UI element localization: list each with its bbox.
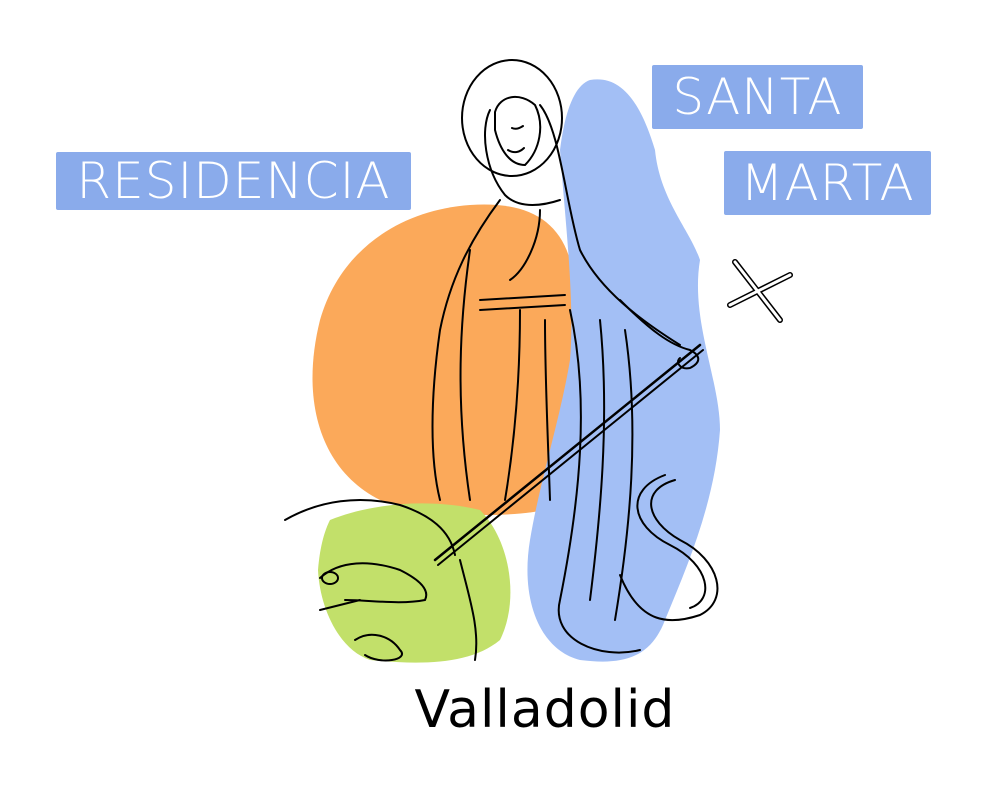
line-art: [284, 59, 793, 662]
blue-blob: [527, 79, 720, 662]
dragon-head: [284, 499, 456, 556]
cross-staff: [433, 343, 702, 562]
title-residencia: RESIDENCIA: [56, 152, 411, 210]
orange-blob: [312, 204, 575, 515]
green-blob: [318, 503, 511, 663]
city-name: Valladolid: [414, 680, 676, 740]
halo-icon: [461, 59, 563, 177]
title-marta: MARTA: [724, 151, 931, 215]
title-santa: SANTA: [652, 65, 863, 129]
dragon-tail: [619, 479, 719, 622]
